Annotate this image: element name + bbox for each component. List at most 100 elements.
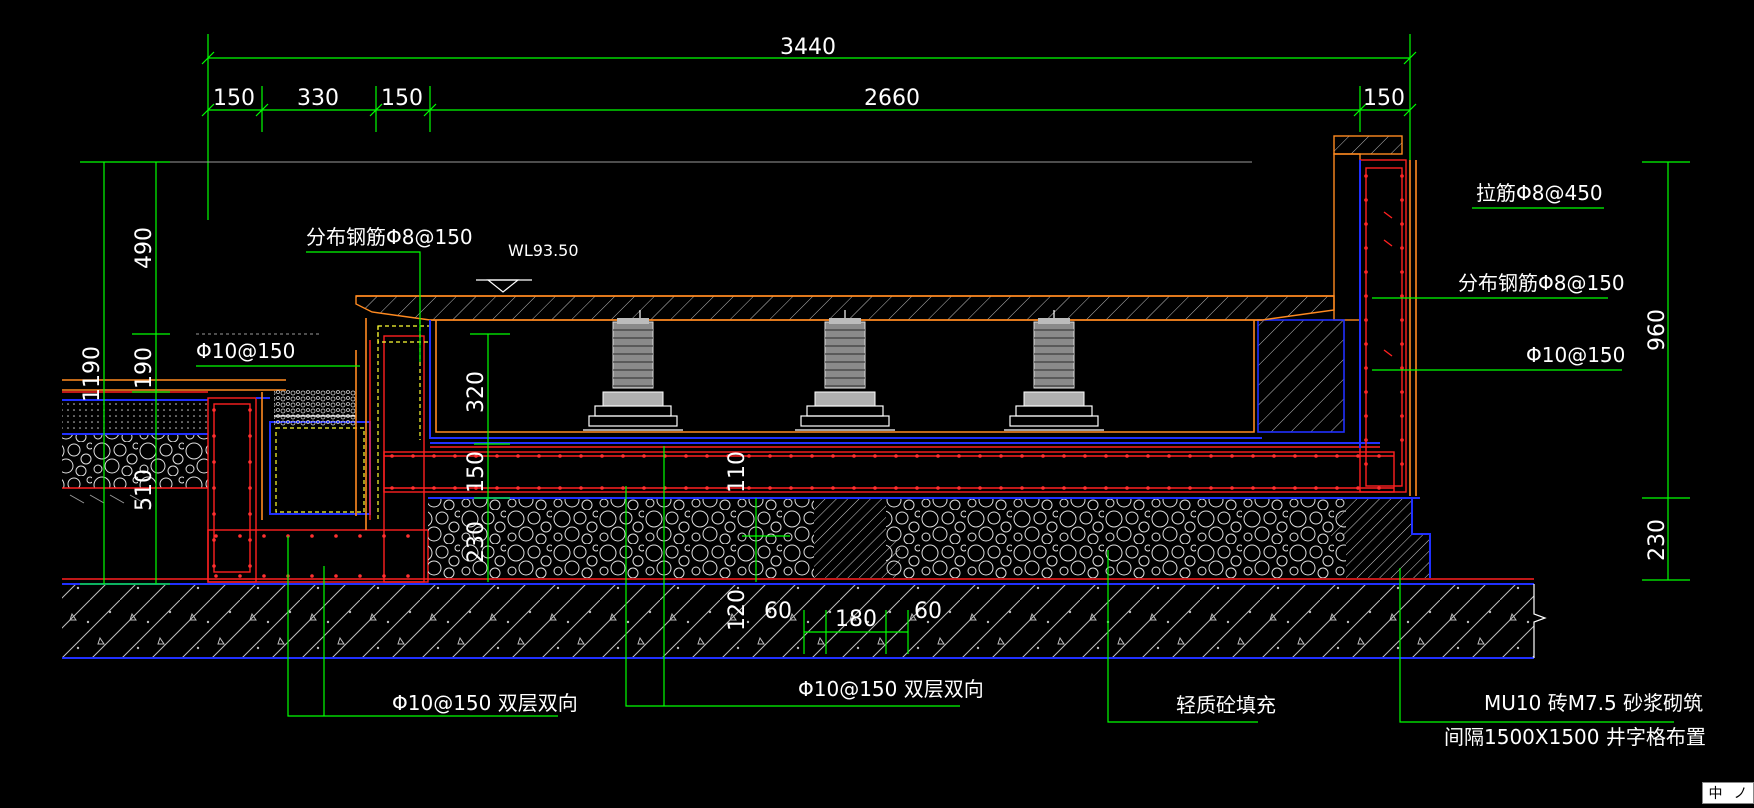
rebar-dot xyxy=(936,486,940,490)
label-dist-rebar-right: 分布钢筋Φ8@150 xyxy=(1458,271,1625,295)
pool-deck xyxy=(355,295,1335,440)
rebar-dot xyxy=(1356,486,1360,490)
label-water-level: WL93.50 xyxy=(508,241,579,260)
rebar-dot xyxy=(600,454,604,458)
dim-base-120: 120 xyxy=(725,589,750,631)
leader-lines xyxy=(196,207,1674,723)
rebar-dot xyxy=(214,574,218,578)
rebar-dot xyxy=(558,486,562,490)
rebar-dot xyxy=(810,486,814,490)
ime-extra-label: ノ xyxy=(1733,786,1748,802)
top-dimensions xyxy=(201,34,1417,220)
rebar-dot xyxy=(262,534,266,538)
rebar-dot xyxy=(1146,454,1150,458)
dim-right-230: 230 xyxy=(1645,519,1670,561)
rebar-dot xyxy=(432,486,436,490)
dim-inner-230: 230 xyxy=(464,521,489,563)
rebar-dot xyxy=(537,486,541,490)
rebar-dot xyxy=(212,408,216,412)
rebar-dot xyxy=(248,538,252,542)
rebar-dot xyxy=(1020,454,1024,458)
dim-330: 330 xyxy=(297,86,339,111)
rebar-dot xyxy=(474,486,478,490)
rebar-dot xyxy=(310,534,314,538)
rebar-dot xyxy=(406,534,410,538)
annotation-texts: 分布钢筋Φ8@150 WL93.50 Φ10@150 拉筋Φ8@450 分布钢筋… xyxy=(196,181,1706,749)
rebar-dot xyxy=(789,486,793,490)
label-rebar-left: Φ10@150 xyxy=(196,339,295,363)
rebar-dot xyxy=(873,454,877,458)
rebar-dot xyxy=(915,486,919,490)
right-dimensions xyxy=(1642,161,1690,581)
dim-inner-150: 150 xyxy=(464,451,489,493)
rebar-dot xyxy=(248,408,252,412)
dim-left-490: 490 xyxy=(132,227,157,269)
rebar-dot xyxy=(726,486,730,490)
rebar-dot xyxy=(726,454,730,458)
rebar-dot xyxy=(1083,486,1087,490)
rebar-dot xyxy=(579,486,583,490)
water-level-marker xyxy=(476,279,532,293)
rebar-dot xyxy=(894,454,898,458)
rebar-dot xyxy=(1230,486,1234,490)
label-brick-line2: 间隔1500X1500 井字格布置 xyxy=(1444,725,1706,749)
rebar-dot xyxy=(600,486,604,490)
rebar-dot xyxy=(214,534,218,538)
rebar-dot xyxy=(957,486,961,490)
rebar-dot xyxy=(212,460,216,464)
rebar-dot xyxy=(1125,486,1129,490)
dim-total-width: 3440 xyxy=(780,35,836,60)
rebar-dot xyxy=(852,454,856,458)
rebar-dot xyxy=(831,486,835,490)
dim-base-180: 180 xyxy=(835,607,877,632)
rebar-dot xyxy=(238,574,242,578)
rebar-dot xyxy=(212,434,216,438)
rebar-dot xyxy=(621,486,625,490)
rebar-dot xyxy=(212,538,216,542)
rebar-dot xyxy=(747,486,751,490)
pedestal-support xyxy=(583,318,683,431)
rebar-dot xyxy=(1293,454,1297,458)
dim-left-1190: 1190 xyxy=(80,346,105,402)
rebar-dot xyxy=(684,486,688,490)
rebar-dot xyxy=(1356,454,1360,458)
rebar-dot xyxy=(1020,486,1024,490)
rebar-dot xyxy=(406,574,410,578)
rebar-dot xyxy=(1188,454,1192,458)
label-light-fill: 轻质砼填充 xyxy=(1176,693,1276,717)
rebar-dot xyxy=(642,454,646,458)
pedestals xyxy=(583,318,1104,431)
dim-right-960: 960 xyxy=(1645,309,1670,351)
rebar-dot xyxy=(411,454,415,458)
rebar-dot xyxy=(382,574,386,578)
ime-mode-label: 中 xyxy=(1708,786,1723,802)
dim-150-b: 150 xyxy=(381,86,423,111)
label-rebar-right: Φ10@150 xyxy=(1526,343,1625,367)
rebar-dot xyxy=(248,512,252,516)
rebar-dot xyxy=(382,534,386,538)
rebar-dot xyxy=(936,454,940,458)
rebar-dot xyxy=(1377,486,1381,490)
rebar-dot xyxy=(1209,454,1213,458)
rebar-dot xyxy=(432,454,436,458)
rebar-dot xyxy=(621,454,625,458)
rebar-dot xyxy=(390,486,394,490)
rebar-dot xyxy=(1104,454,1108,458)
rebar-dot xyxy=(262,574,266,578)
rebar-dot xyxy=(1335,486,1339,490)
rebar-dot xyxy=(558,454,562,458)
rebar-dot xyxy=(212,512,216,516)
main-slabs xyxy=(383,442,1395,493)
rebar-dot xyxy=(768,486,772,490)
dim-inner-320: 320 xyxy=(464,371,489,413)
dim-slab-110: 110 xyxy=(725,451,750,493)
left-dimensions xyxy=(80,161,170,585)
rebar-dot xyxy=(248,434,252,438)
ime-status-indicator[interactable]: 中 ノ xyxy=(1702,782,1754,804)
label-dist-rebar-left: 分布钢筋Φ8@150 xyxy=(306,225,473,249)
rebar-dot xyxy=(453,454,457,458)
rebar-dot xyxy=(1314,454,1318,458)
rebar-dot xyxy=(248,460,252,464)
